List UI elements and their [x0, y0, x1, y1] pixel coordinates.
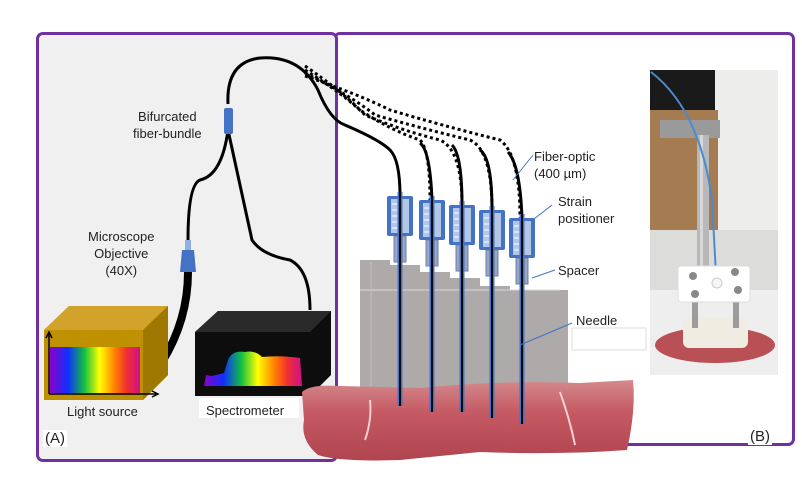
panel-b-tag: (B)	[748, 428, 772, 445]
bifurcation-connector	[224, 108, 233, 134]
spacer-label: Spacer	[558, 263, 600, 278]
probe-2	[419, 196, 445, 412]
probe-1	[387, 192, 413, 406]
spectrometer-box	[195, 311, 331, 396]
light-source-box	[44, 306, 168, 400]
objective-label-line1: Microscope	[88, 229, 155, 244]
probe-array	[387, 192, 535, 424]
objective-label: Microscope Objective (40X)	[88, 228, 154, 279]
strain-label-line1: Strain	[558, 194, 592, 209]
label-box	[571, 327, 647, 351]
leader-lines	[512, 154, 573, 346]
fiber-optic-label-line1: Fiber-optic	[534, 149, 596, 164]
probe-5	[509, 214, 535, 424]
light-source-label: Light source	[67, 404, 138, 419]
needle-label: Needle	[576, 313, 618, 328]
probe-holder-photo	[650, 70, 778, 375]
strain-positioner-label: Strain positioner	[558, 193, 614, 227]
spectrometer-label: Spectrometer	[206, 403, 285, 418]
bifurcated-label: Bifurcated fiber-bundle	[133, 108, 202, 142]
spectrometer-label-bg	[199, 398, 299, 418]
probe-4	[479, 206, 505, 418]
panel-a-tag: (A)	[43, 430, 67, 447]
objective-label-line2: Objective	[94, 246, 149, 261]
strain-label-line2: positioner	[558, 211, 615, 226]
tissue-sample	[302, 380, 634, 461]
microscope-objective	[180, 240, 196, 272]
fiber-optic-label-line2: (400 µm)	[534, 166, 587, 181]
fiber-optic-label: Fiber-optic (400 µm)	[534, 148, 595, 182]
bifurcated-label-line2: fiber-bundle	[133, 126, 202, 141]
probe-3	[449, 201, 475, 412]
measured-spectrum	[204, 351, 302, 386]
spectrum-rect	[50, 347, 140, 393]
objective-label-line3: (40X)	[105, 263, 138, 278]
bifurcated-label-line1: Bifurcated	[138, 109, 197, 124]
fiber-bundle	[158, 56, 524, 365]
